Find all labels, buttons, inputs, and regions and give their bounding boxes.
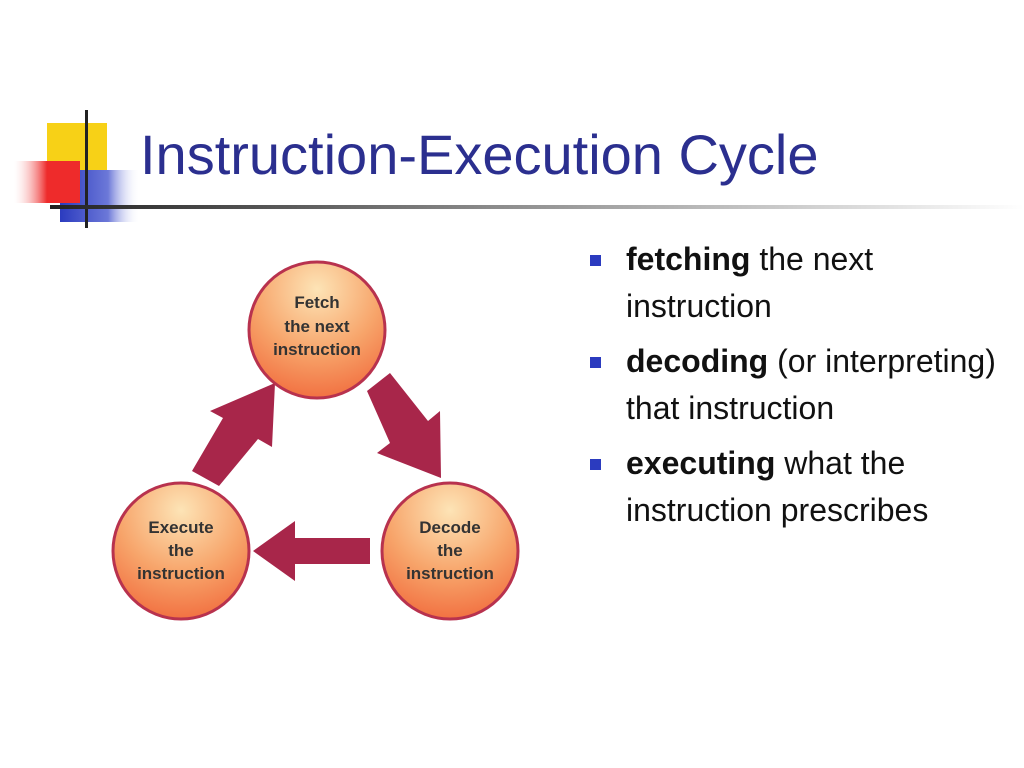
bullet-text: what the instruction prescribes (626, 445, 929, 528)
node-decode-line-2: the (437, 541, 463, 560)
arrow-fetch-to-decode (367, 373, 441, 478)
node-decode-line-3: instruction (406, 564, 494, 583)
node-fetch-line-3: instruction (273, 340, 361, 359)
bullet-list: fetching the next instruction decoding (… (590, 236, 1000, 542)
arrow-decode-to-execute (253, 521, 370, 581)
bullet-square-icon (590, 357, 601, 368)
node-fetch-line-2: the next (284, 317, 350, 336)
bullet-item-fetching: fetching the next instruction (590, 236, 1000, 330)
node-decode-line-1: Decode (419, 518, 480, 537)
node-fetch: Fetch the next instruction (247, 260, 387, 400)
bullet-term: decoding (626, 343, 769, 379)
bullet-text: the next instruction (626, 241, 874, 324)
decor-red-square (14, 161, 80, 203)
bullet-item-executing: executing what the instruction prescribe… (590, 440, 1000, 534)
node-execute-line-3: instruction (137, 564, 225, 583)
bullet-square-icon (590, 459, 601, 470)
arrow-execute-to-fetch (192, 383, 275, 486)
node-execute-line-1: Execute (148, 518, 213, 537)
title-underline (50, 205, 1024, 209)
cycle-diagram: Fetch the next instruction Decode the in… (111, 260, 520, 621)
node-fetch-line-1: Fetch (294, 293, 339, 312)
decor-vertical-line (85, 110, 88, 228)
bullet-text: (or interpreting) that instruction (626, 343, 996, 426)
bullet-square-icon (590, 255, 601, 266)
node-execute-line-2: the (168, 541, 194, 560)
title-decoration (14, 110, 1024, 228)
slide-title: Instruction-Execution Cycle (140, 123, 819, 186)
bullet-term: fetching (626, 241, 751, 277)
bullet-term: executing (626, 445, 776, 481)
node-decode: Decode the instruction (380, 481, 520, 621)
node-execute: Execute the instruction (111, 481, 251, 621)
bullet-item-decoding: decoding (or interpreting) that instruct… (590, 338, 1000, 432)
